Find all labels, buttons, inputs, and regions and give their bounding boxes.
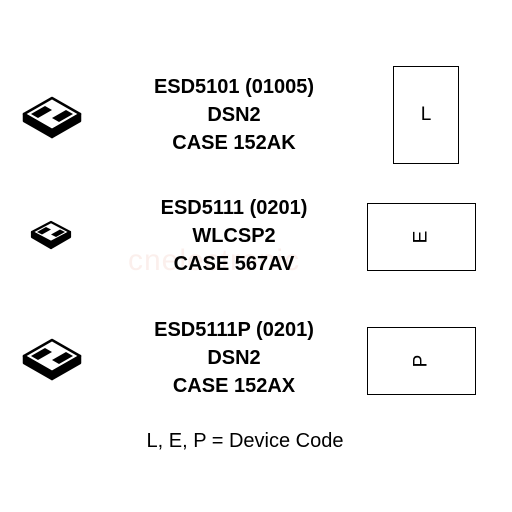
dsn2-chip-icon [22, 338, 82, 381]
part-number: ESD5101 (01005) [153, 76, 315, 98]
package-info-esd5111: ESD5111 (0201) WLCSP2 CASE 567AV [114, 194, 354, 278]
device-code-legend: L, E, P = Device Code [146, 430, 344, 452]
marking-diagram-p: P [367, 327, 476, 395]
device-code: L [420, 104, 432, 125]
case-number: CASE 152AK [172, 132, 296, 154]
case-number: CASE 567AV [173, 253, 295, 275]
package-info-esd5101: ESD5101 (01005) DSN2 CASE 152AK [114, 73, 354, 157]
marking-diagram-l: L [393, 66, 459, 164]
package-type: DSN2 [207, 347, 261, 369]
device-code: E [410, 230, 432, 244]
case-number: CASE 152AX [172, 375, 296, 397]
package-type: WLCSP2 [192, 225, 276, 247]
device-code: P [410, 354, 432, 368]
package-type: DSN2 [207, 104, 261, 126]
part-number: ESD5111 (0201) [160, 197, 308, 219]
marking-diagram-e: E [367, 203, 476, 271]
wlcsp2-chip-icon [30, 220, 72, 250]
dsn2-chip-icon [22, 96, 82, 139]
part-number: ESD5111P (0201) [154, 319, 314, 341]
package-info-esd5111p: ESD5111P (0201) DSN2 CASE 152AX [114, 316, 354, 400]
